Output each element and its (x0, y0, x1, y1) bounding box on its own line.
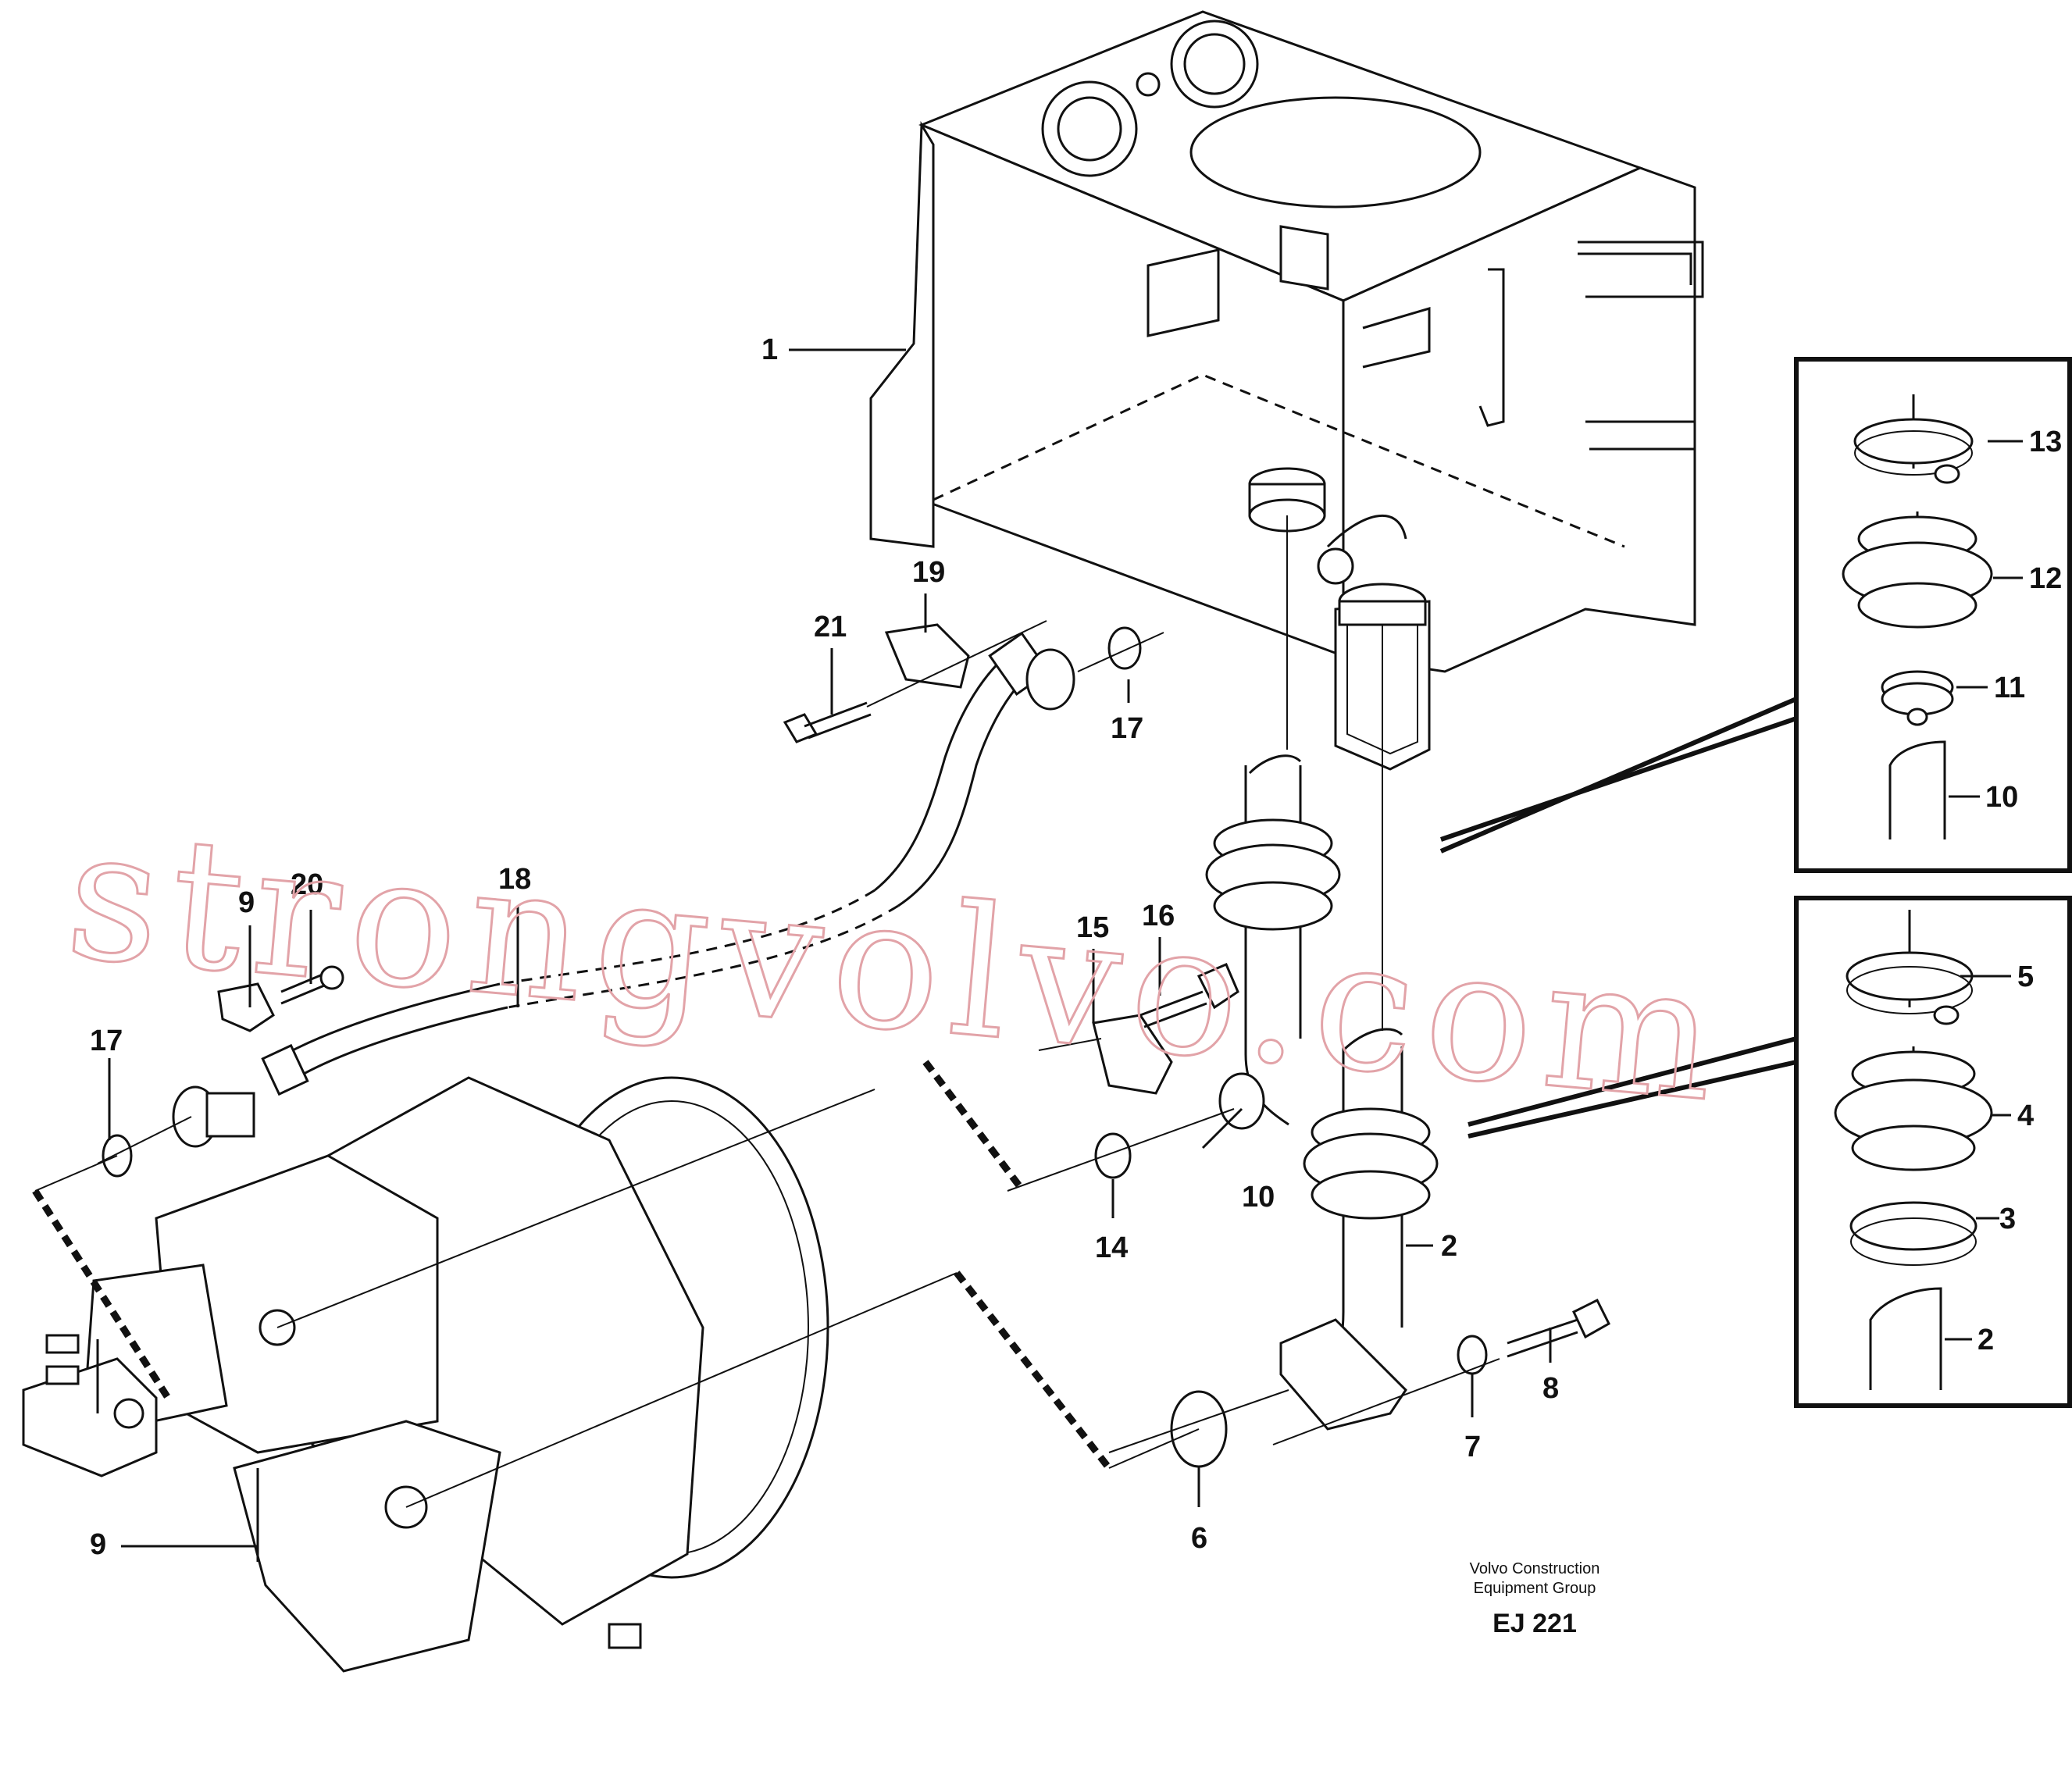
pump-leader-lines (34, 1089, 1200, 1508)
watermark: strongvolvo.com (59, 790, 1734, 1143)
footer-line-1: Volvo Construction (1470, 1560, 1600, 1577)
detail-callout-2: 2 (1977, 1324, 1994, 1356)
callout-6: 6 (1191, 1522, 1207, 1555)
callout-leaders (96, 348, 1552, 1548)
drawing-code: EJ 221 (1492, 1609, 1577, 1638)
footer-line-2: Equipment Group (1474, 1580, 1596, 1597)
callout-16: 16 (1142, 900, 1175, 932)
detail-box-top: 13 12 11 10 (1439, 357, 2072, 873)
callout-7: 7 (1464, 1431, 1481, 1463)
callout-17-left: 17 (90, 1025, 123, 1057)
hydraulic-tank (869, 10, 1704, 771)
detail-callout-5: 5 (2017, 961, 2034, 993)
callout-10: 10 (1242, 1181, 1275, 1214)
callout-labels: 1 19 21 17 20 9 18 17 15 16 14 10 2 6 7 … (90, 333, 1559, 1561)
callout-2: 2 (1441, 1230, 1457, 1263)
callout-1: 1 (761, 333, 778, 366)
callout-19: 19 (912, 556, 945, 589)
detail-callout-3: 3 (1999, 1203, 2016, 1235)
detail-callout-11: 11 (1994, 672, 2025, 704)
detail-callout-4: 4 (2017, 1100, 2034, 1132)
detail-callout-12: 12 (2029, 562, 2062, 595)
detail-callout-10: 10 (1985, 781, 2018, 814)
small-parts (97, 620, 1610, 1468)
callout-21: 21 (814, 611, 847, 643)
callout-9-bottom: 9 (90, 1528, 106, 1561)
callout-20: 20 (291, 868, 323, 901)
callout-15: 15 (1076, 911, 1109, 944)
footer: Volvo Construction Equipment Group EJ 22… (1470, 1560, 1600, 1638)
connection-paths (32, 1060, 1112, 1470)
pump-assembly (22, 1076, 829, 1673)
callout-17-top: 17 (1111, 712, 1143, 745)
callout-8: 8 (1542, 1372, 1559, 1405)
detail-box-bottom: 5 4 3 2 (1468, 896, 2072, 1408)
callout-9-top: 9 (238, 886, 255, 919)
flange-half-19 (884, 623, 970, 689)
callout-18: 18 (498, 863, 531, 896)
detail-callout-13: 13 (2029, 426, 2062, 458)
suction-hose (172, 631, 1075, 1148)
callout-14: 14 (1095, 1231, 1128, 1264)
